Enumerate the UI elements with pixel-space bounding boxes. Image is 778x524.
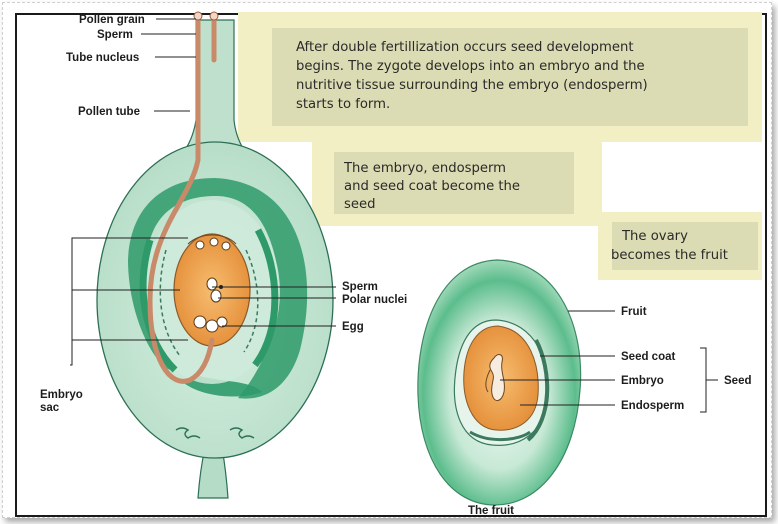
label-pollen-grain: Pollen grain — [79, 14, 145, 26]
info-box-fertilization — [238, 12, 762, 142]
label-seed-coat: Seed coat — [621, 351, 675, 363]
label-sperm: Sperm — [342, 281, 378, 293]
label-embryo-sac-line-2: sac — [40, 402, 60, 414]
fruit-text-line-1: The ovary — [621, 229, 688, 244]
fertilization-text-line-1: After double fertillization occurs seed … — [296, 40, 634, 55]
label-pollen-tube: Pollen tube — [78, 106, 140, 118]
fertilization-text-line-4: starts to form. — [296, 97, 390, 112]
seed-text-line-1: The embryo, endosperm — [343, 161, 506, 176]
label-endosperm: Endosperm — [621, 400, 684, 412]
caption-the-fruit: The fruit — [468, 505, 514, 517]
fruit-illustration — [418, 260, 581, 505]
label-embryo: Embryo — [621, 375, 664, 387]
seed-text-line-2: and seed coat become the — [344, 179, 520, 194]
fertilization-text-line-2: begins. The zygote develops into an embr… — [296, 59, 645, 74]
fruit-text-line-2: becomes the fruit — [611, 248, 728, 263]
label-tube-nucleus: Tube nucleus — [66, 52, 139, 64]
label-polar-nuclei: Polar nuclei — [342, 294, 407, 306]
seed-text-line-3: seed — [344, 197, 375, 212]
label-embryo-sac-line-1: Embryo — [40, 389, 83, 401]
label-seed: Seed — [724, 375, 752, 387]
label-sperm-top: Sperm — [97, 29, 133, 41]
label-egg: Egg — [342, 321, 364, 333]
info-box-fruit — [598, 212, 762, 280]
fertilization-text-line-3: nutritive tissue surrounding the embryo … — [296, 78, 648, 93]
label-fruit: Fruit — [621, 306, 647, 318]
